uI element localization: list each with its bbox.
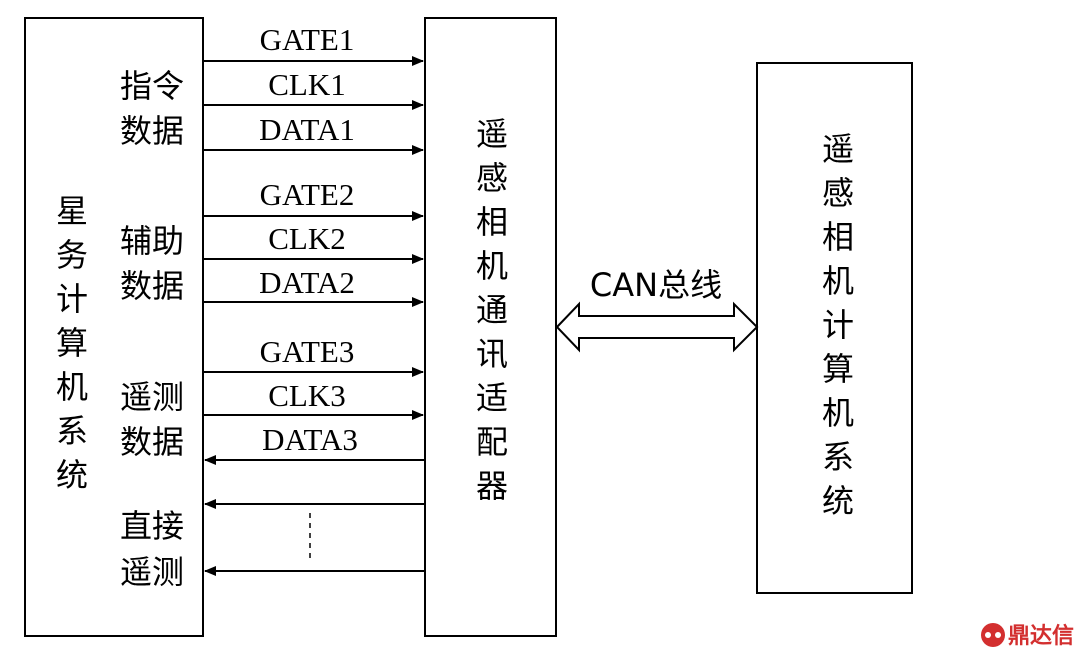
adapter-title-char: 相 bbox=[476, 203, 508, 241]
satellite-computer-title-char: 统 bbox=[56, 456, 88, 494]
signal-label-clk3: CLK3 bbox=[268, 378, 346, 413]
camera-computer-title-char: 机 bbox=[822, 394, 854, 432]
camera-computer-title-char: 遥 bbox=[822, 130, 854, 168]
satellite-computer-title-char: 算 bbox=[56, 324, 88, 362]
watermark-text: 鼎达信 bbox=[1008, 623, 1074, 649]
group-label-command-2: 数据 bbox=[120, 112, 184, 150]
signal-label-data2: DATA2 bbox=[259, 265, 355, 300]
group-label-direct-2: 遥测 bbox=[120, 553, 184, 591]
group-label-telemetry-2: 数据 bbox=[120, 423, 184, 461]
camera-computer-title-char: 统 bbox=[822, 482, 854, 520]
adapter-block bbox=[424, 17, 557, 637]
adapter-title-char: 遥 bbox=[476, 115, 508, 153]
satellite-computer-block bbox=[24, 17, 204, 637]
camera-computer-block bbox=[756, 62, 913, 594]
can-bus-arrow bbox=[555, 301, 759, 353]
signal-label-gate3: GATE3 bbox=[260, 334, 355, 369]
watermark-logo-icon bbox=[981, 623, 1005, 647]
satellite-computer-title-char: 务 bbox=[56, 236, 88, 274]
group-label-direct-1: 直接 bbox=[120, 507, 184, 545]
camera-computer-title-char: 感 bbox=[822, 174, 854, 212]
adapter-title-char: 讯 bbox=[476, 335, 508, 373]
watermark-logo: 鼎达信 bbox=[981, 623, 1074, 649]
adapter-title-char: 器 bbox=[476, 467, 508, 505]
camera-computer-title-char: 计 bbox=[822, 306, 854, 344]
signal-label-data1: DATA1 bbox=[259, 112, 355, 147]
satellite-computer-title-char: 系 bbox=[56, 412, 88, 450]
camera-computer-title-char: 算 bbox=[822, 350, 854, 388]
camera-computer-title-char: 相 bbox=[822, 218, 854, 256]
camera-computer-title-char: 系 bbox=[822, 438, 854, 476]
group-label-telemetry-1: 遥测 bbox=[120, 378, 184, 416]
group-label-aux-1: 辅助 bbox=[120, 222, 184, 260]
can-bus-label: CAN总线 bbox=[590, 266, 722, 304]
signal-label-data3: DATA3 bbox=[262, 422, 358, 457]
satellite-computer-title-char: 计 bbox=[56, 280, 88, 318]
adapter-title-char: 通 bbox=[476, 291, 508, 329]
satellite-computer-title-char: 机 bbox=[56, 368, 88, 406]
adapter-title-char: 感 bbox=[476, 159, 508, 197]
group-label-command-1: 指令 bbox=[120, 67, 184, 105]
adapter-title-char: 配 bbox=[476, 423, 508, 461]
adapter-title-char: 机 bbox=[476, 247, 508, 285]
signal-label-gate1: GATE1 bbox=[260, 22, 355, 57]
signal-label-clk1: CLK1 bbox=[268, 67, 346, 102]
signal-label-clk2: CLK2 bbox=[268, 221, 346, 256]
adapter-title-char: 适 bbox=[476, 379, 508, 417]
satellite-computer-title-char: 星 bbox=[56, 192, 88, 230]
camera-computer-title-char: 机 bbox=[822, 262, 854, 300]
signal-label-gate2: GATE2 bbox=[260, 177, 355, 212]
group-label-aux-2: 数据 bbox=[120, 267, 184, 305]
